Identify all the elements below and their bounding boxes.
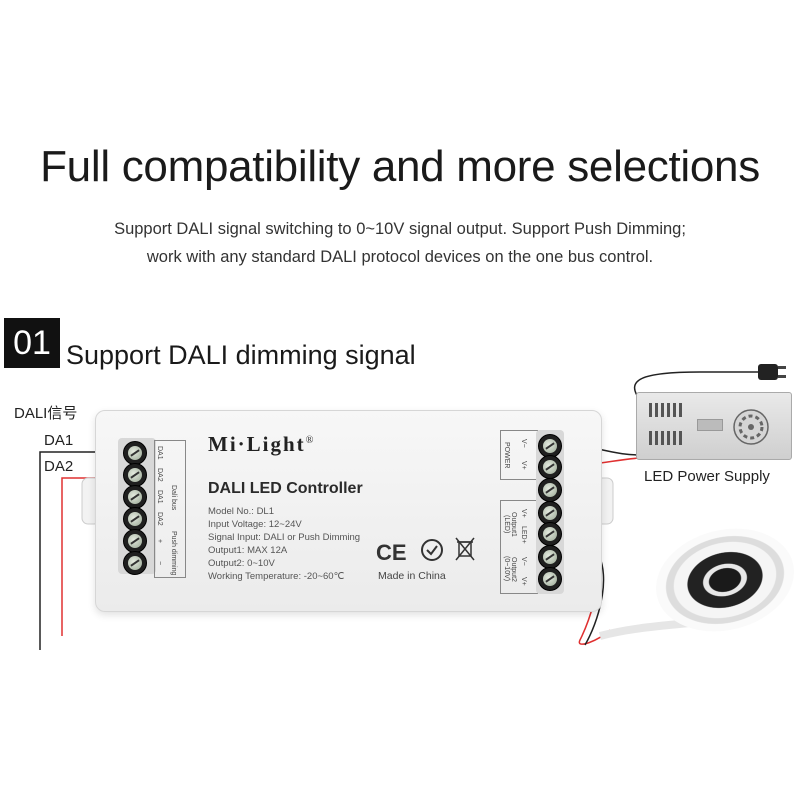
left-label-4: DA2 <box>156 512 163 526</box>
terminal-da2-b <box>123 507 147 531</box>
terminal-push-minus <box>123 551 147 575</box>
output2-term-vplus: V+ <box>520 576 527 586</box>
led-power-supply <box>636 392 792 460</box>
plug-pin-2 <box>778 375 786 378</box>
terminal-power-vminus <box>538 434 562 458</box>
left-label-3: DA1 <box>156 490 163 504</box>
terminal-da2-a <box>123 463 147 487</box>
da1-label: DA1 <box>44 432 74 449</box>
controller-name: DALI LED Controller <box>208 480 363 497</box>
terminal-out1-ledplus <box>538 522 562 546</box>
left-label-1: DA1 <box>156 446 163 460</box>
left-label-5: + <box>156 538 163 544</box>
section-number-badge: 01 <box>4 318 60 368</box>
terminal-out2-vminus <box>538 545 562 569</box>
output1-term-vplus: V+ <box>520 508 527 518</box>
psu-vent-bottom <box>649 431 683 445</box>
left-label-panel <box>154 440 186 578</box>
spec-output1: Output1: MAX 12A <box>208 545 288 556</box>
psu-vent-top <box>649 403 683 417</box>
spec-input-voltage: Input Voltage: 12~24V <box>208 519 302 530</box>
psu-fan-icon <box>733 409 769 445</box>
left-label-6: − <box>156 560 163 566</box>
terminal-out1-vplus <box>538 501 562 525</box>
spec-output2: Output2: 0~10V <box>208 558 275 569</box>
spec-model: Model No.: DL1 <box>208 506 275 517</box>
output1-label: Output1 (LED) <box>503 511 517 537</box>
terminal-power-vplus <box>538 455 562 479</box>
terminal-blank <box>538 478 562 502</box>
power-label: POWER <box>503 441 510 469</box>
power-term-vplus: V+ <box>520 460 527 470</box>
terminal-out2-vplus <box>538 567 562 591</box>
dali-signal-label: DALI信号 <box>14 405 78 422</box>
psu-label: LED Power Supply <box>644 468 770 485</box>
page-title: Full compatibility and more selections <box>40 142 760 191</box>
plug-pin-1 <box>778 366 786 369</box>
weee-bin-icon <box>455 537 475 561</box>
psu-terminal-strip <box>697 419 723 431</box>
terminal-da1-b <box>123 485 147 509</box>
subtitle-line-2: work with any standard DALI protocol dev… <box>146 248 654 266</box>
spec-signal-input: Signal Input: DALI or Push Dimming <box>208 532 361 543</box>
made-in-china: Made in China <box>378 570 446 582</box>
spec-working-temp: Working Temperature: -20~60℃ <box>208 571 345 582</box>
rohs-icon <box>421 539 443 561</box>
left-label-2: DA2 <box>156 468 163 482</box>
ce-mark: CE <box>376 540 407 565</box>
push-dimming-label: Push dimming <box>170 530 177 576</box>
power-term-vminus: V− <box>520 438 527 448</box>
milight-logo: Mi·Light® <box>208 432 316 456</box>
da2-label: DA2 <box>44 458 74 475</box>
subtitle-line-1: Support DALI signal switching to 0~10V s… <box>114 220 686 238</box>
dali-controller-body <box>95 410 602 612</box>
dali-bus-label: Dali bus <box>170 485 177 511</box>
output2-term-vminus: V− <box>520 556 527 566</box>
plug-body <box>758 364 778 380</box>
output1-term-ledplus: LED+ <box>520 526 527 544</box>
section-title: Support DALI dimming signal <box>66 340 416 370</box>
terminal-da1-a <box>123 441 147 465</box>
terminal-push-plus <box>123 529 147 553</box>
output2-label: Output2 (0~10V) <box>503 556 517 582</box>
